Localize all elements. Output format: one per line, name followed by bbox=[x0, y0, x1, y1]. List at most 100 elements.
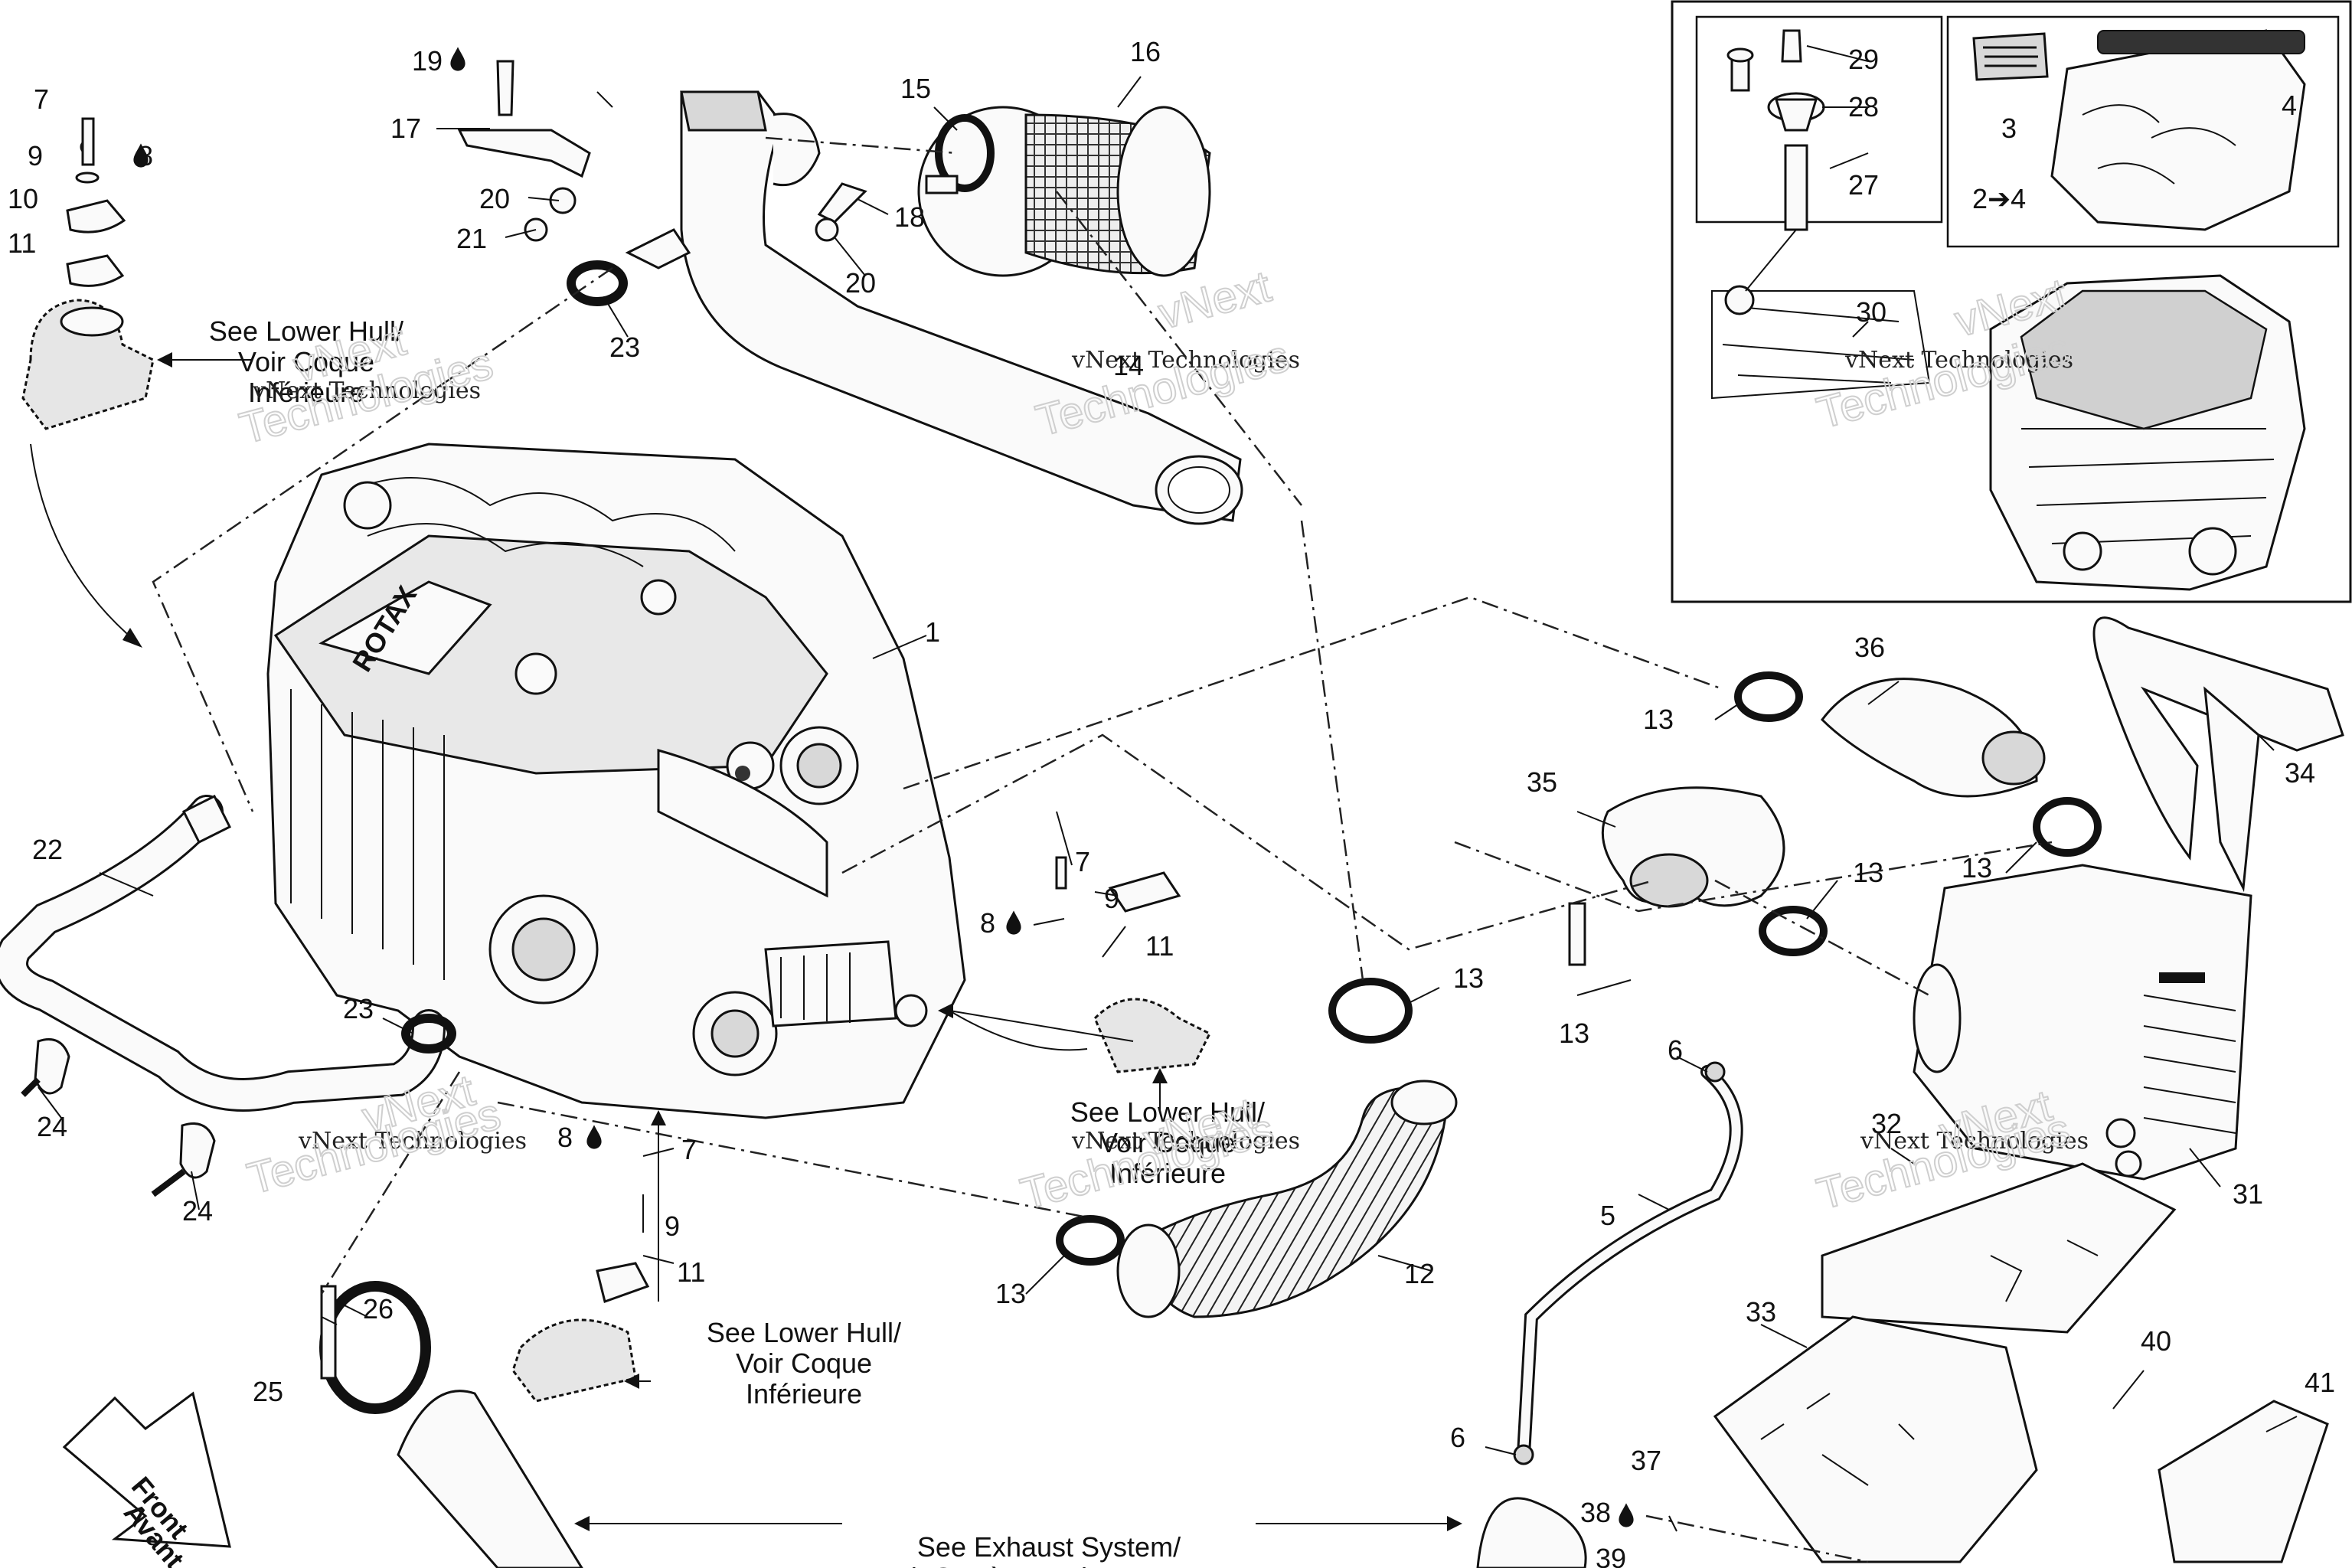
svg-text:vNext Technologies: vNext Technologies bbox=[298, 1128, 527, 1155]
callout-9: 9 bbox=[1104, 883, 1119, 914]
drain-hose bbox=[0, 794, 446, 1112]
note-lower-hull-bottom: See Lower Hull/ Voir Coque Inférieure bbox=[707, 1317, 901, 1410]
callout-39: 39 bbox=[1596, 1543, 1626, 1568]
callout-8: 8 bbox=[557, 1122, 573, 1153]
svg-text:vNext Technologies: vNext Technologies bbox=[1071, 1128, 1300, 1155]
tray-32 bbox=[1821, 1162, 2177, 1334]
svg-text:vNext Technologies: vNext Technologies bbox=[1860, 1128, 2089, 1155]
callout-24: 24 bbox=[182, 1195, 213, 1227]
callout-20: 20 bbox=[479, 183, 510, 214]
callout-24: 24 bbox=[37, 1111, 67, 1142]
svg-text:vNext Technologies: vNext Technologies bbox=[1071, 347, 1300, 374]
callout-7: 7 bbox=[1075, 846, 1090, 877]
callout-40: 40 bbox=[2141, 1325, 2171, 1357]
callout-31: 31 bbox=[2233, 1178, 2263, 1210]
callout-33: 33 bbox=[1746, 1296, 1776, 1328]
hose-clamp bbox=[21, 1038, 216, 1197]
intake-tube bbox=[680, 90, 1243, 525]
leader-lines bbox=[38, 45, 2298, 1532]
engine-mount-left bbox=[21, 117, 155, 430]
dipstick-assembly bbox=[1726, 29, 1825, 231]
callout-41: 41 bbox=[2305, 1367, 2335, 1398]
callout-25: 25 bbox=[253, 1376, 283, 1407]
front-direction-arrow: Front Avant bbox=[62, 1391, 231, 1568]
reference-arrows bbox=[30, 352, 1462, 1531]
callout-21: 21 bbox=[456, 223, 487, 254]
callout-8: 8 bbox=[980, 907, 995, 939]
intake-clamp-23 bbox=[401, 228, 691, 1054]
callout-22: 22 bbox=[32, 834, 63, 865]
callout-34: 34 bbox=[2285, 757, 2315, 789]
drop-icon bbox=[450, 47, 466, 71]
callout-32: 32 bbox=[1871, 1108, 1902, 1139]
svg-text:Voir Coque: Voir Coque bbox=[1099, 1127, 1236, 1158]
callout-35: 35 bbox=[1527, 766, 1557, 798]
callout-18: 18 bbox=[894, 201, 925, 233]
svg-text:Voir Coque: Voir Coque bbox=[238, 346, 374, 377]
heat-shield-34 bbox=[2092, 616, 2344, 893]
note-lower-hull-center: See Lower Hull/ Voir Coque Inférieure bbox=[1070, 1096, 1265, 1189]
callout-13: 13 bbox=[1559, 1018, 1589, 1049]
callout-27: 27 bbox=[1848, 169, 1879, 201]
callout-6: 6 bbox=[1668, 1034, 1683, 1066]
svg-text:See Lower Hull/: See Lower Hull/ bbox=[707, 1317, 901, 1348]
drop-icon bbox=[586, 1125, 602, 1149]
intercooler bbox=[1913, 864, 2252, 1181]
engine-mount-bottom bbox=[511, 1262, 650, 1403]
svg-text:See Exhaust System/: See Exhaust System/ bbox=[917, 1531, 1181, 1563]
callout-38: 38 bbox=[1580, 1497, 1611, 1528]
callout-20: 20 bbox=[845, 267, 876, 299]
callout-36: 36 bbox=[1854, 632, 1885, 663]
callout-17: 17 bbox=[390, 113, 421, 144]
elbow-36 bbox=[1821, 678, 2046, 798]
callout-12: 12 bbox=[1404, 1258, 1435, 1289]
note-lower-hull-left: See Lower Hull/ Voir Coque Inférieure bbox=[209, 315, 403, 408]
engine-mount-right bbox=[1055, 856, 1212, 1073]
callout-13: 13 bbox=[995, 1278, 1026, 1309]
svg-text:vNext Technologies: vNext Technologies bbox=[1844, 347, 2073, 374]
callout-3: 3 bbox=[2001, 113, 2017, 144]
callout-labels: 1345667778889991011111112131313131313141… bbox=[8, 36, 2335, 1568]
callout-16: 16 bbox=[1130, 36, 1161, 67]
duct-clamps bbox=[1056, 671, 2102, 1266]
engine-overview bbox=[1989, 274, 2306, 591]
callout-1: 1 bbox=[925, 616, 940, 648]
breather-hose bbox=[1513, 1061, 1743, 1465]
assembly-lines bbox=[152, 136, 2053, 1563]
callout-7: 7 bbox=[34, 83, 49, 115]
callout-4: 4 bbox=[2282, 90, 2297, 121]
svg-text:Inférieure: Inférieure bbox=[746, 1378, 862, 1410]
engine-cover bbox=[2050, 29, 2306, 231]
mounting-plate-33 bbox=[1713, 1315, 2038, 1563]
inset-range-label: 2➔4 bbox=[1972, 183, 2026, 214]
callout-28: 28 bbox=[1848, 91, 1879, 122]
svg-text:Inférieure: Inférieure bbox=[1109, 1158, 1226, 1189]
callout-13: 13 bbox=[1643, 704, 1674, 735]
callout-23: 23 bbox=[609, 332, 640, 363]
callout-13: 13 bbox=[1453, 962, 1484, 994]
svg-text:Voir Système Echappement: Voir Système Echappement bbox=[879, 1562, 1219, 1568]
callout-30: 30 bbox=[1856, 296, 1886, 328]
callout-29: 29 bbox=[1848, 44, 1879, 75]
drop-icon bbox=[1619, 1503, 1634, 1527]
callout-26: 26 bbox=[363, 1293, 394, 1325]
callout-11: 11 bbox=[8, 227, 36, 259]
filter-clamp bbox=[925, 114, 995, 194]
drop-icon bbox=[1006, 910, 1021, 935]
engine-assembly: ROTAX bbox=[266, 443, 966, 1119]
callout-10: 10 bbox=[8, 183, 38, 214]
callout-37: 37 bbox=[1631, 1445, 1661, 1476]
callout-11: 11 bbox=[1145, 930, 1174, 962]
callout-5: 5 bbox=[1600, 1200, 1615, 1231]
intake-bolt bbox=[815, 182, 867, 242]
bracket-41 bbox=[2158, 1400, 2329, 1563]
callout-6: 6 bbox=[1450, 1422, 1465, 1453]
intake-bracket bbox=[457, 60, 613, 242]
svg-text:vNext Technologies: vNext Technologies bbox=[252, 377, 481, 404]
decal-label bbox=[1972, 32, 2049, 81]
callout-23: 23 bbox=[343, 993, 374, 1024]
elbow-35 bbox=[1601, 786, 1785, 908]
outlet-duct bbox=[1116, 1080, 1458, 1318]
air-filter bbox=[917, 106, 1211, 277]
